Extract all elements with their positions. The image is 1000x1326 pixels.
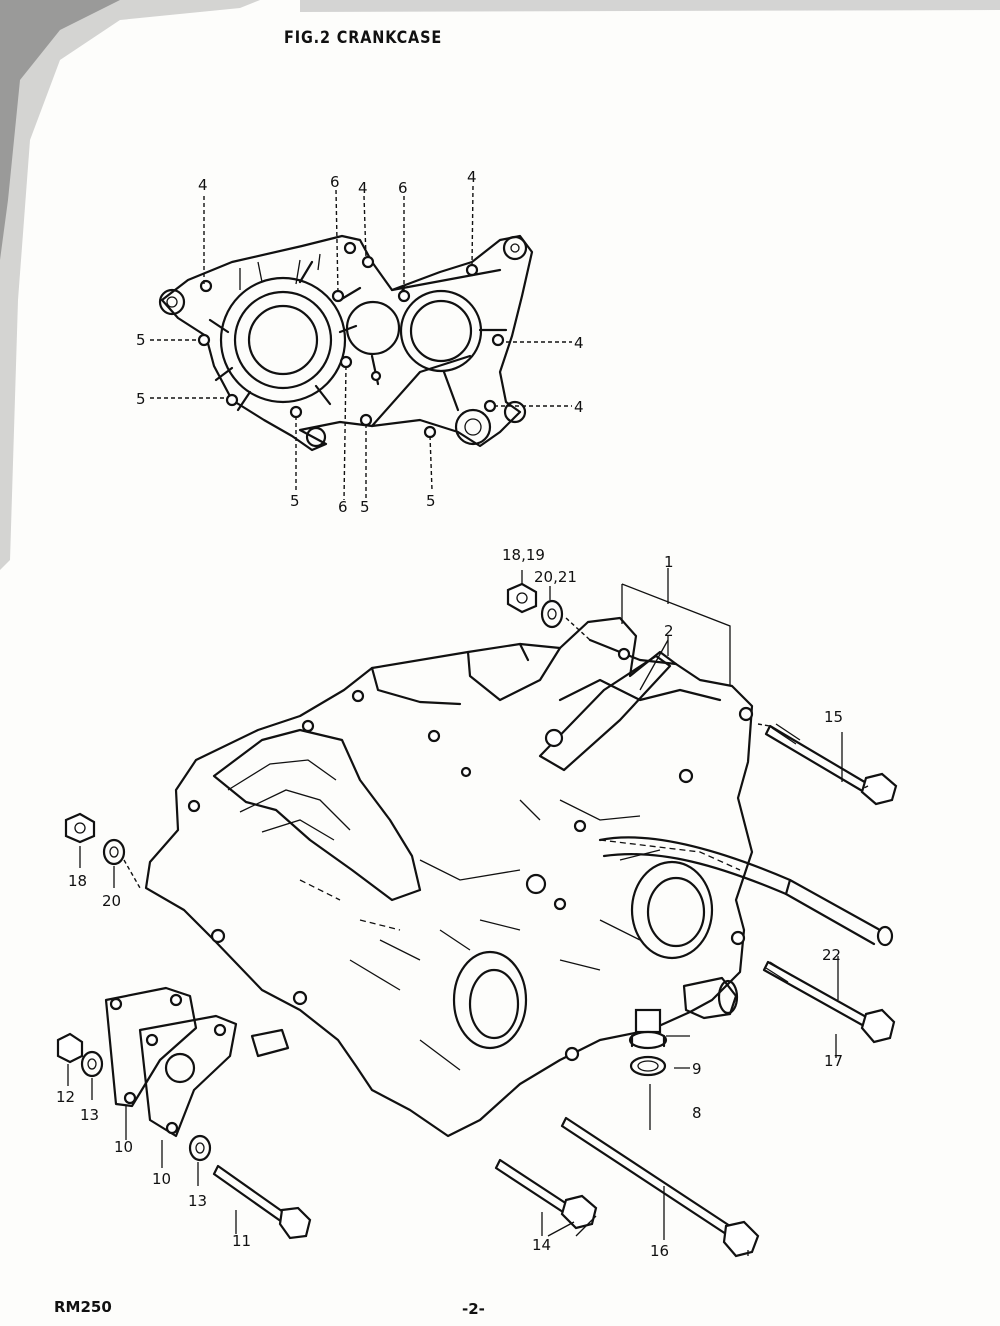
callout-10: 10: [152, 1170, 171, 1188]
callout-6: 6: [330, 173, 340, 191]
callout-1: 1: [664, 553, 674, 571]
crankcase-assembly: [144, 616, 894, 1138]
callout-16: 16: [650, 1242, 669, 1260]
callout-18-19: 18,19: [502, 546, 545, 564]
callout-20: 20: [102, 892, 121, 910]
callout-5: 5: [360, 498, 370, 516]
callout-13: 13: [188, 1192, 207, 1210]
model-code: RM250: [54, 1298, 112, 1316]
callout-4: 4: [467, 168, 477, 186]
crankcase-top-view: [150, 185, 572, 501]
callout-20-21: 20,21: [534, 568, 577, 586]
callout-13: 13: [80, 1106, 99, 1124]
callout-8: 8: [692, 1104, 702, 1122]
callout-9: 9: [692, 1060, 702, 1078]
callout-5: 5: [136, 390, 146, 408]
loose-parts: [56, 568, 898, 1258]
scan-noise: [0, 0, 1000, 570]
part-labels: 1 2 18,19 20,21 15 18 20 22 17 9 8 12 13…: [56, 546, 843, 1260]
callout-14: 14: [532, 1236, 551, 1254]
callout-2: 2: [664, 622, 674, 640]
callout-11: 11: [232, 1232, 251, 1250]
callout-4: 4: [574, 398, 584, 416]
callout-4: 4: [198, 176, 208, 194]
callout-5: 5: [426, 492, 436, 510]
callout-5: 5: [290, 492, 300, 510]
callout-6: 6: [398, 179, 408, 197]
callout-5: 5: [136, 331, 146, 349]
callout-18: 18: [68, 872, 87, 890]
callout-6: 6: [338, 498, 348, 516]
top-view-labels: 4 6 4 6 4 5 4 5 4 5 6 5 5: [136, 168, 584, 516]
callout-4: 4: [574, 334, 584, 352]
callout-4: 4: [358, 179, 368, 197]
callout-15: 15: [824, 708, 843, 726]
page-number: -2-: [462, 1300, 485, 1318]
callout-22: 22: [822, 946, 841, 964]
callout-12: 12: [56, 1088, 75, 1106]
callout-10: 10: [114, 1138, 133, 1156]
figure-title: FIG.2 CRANKCASE: [284, 28, 443, 48]
callout-17: 17: [824, 1052, 843, 1070]
